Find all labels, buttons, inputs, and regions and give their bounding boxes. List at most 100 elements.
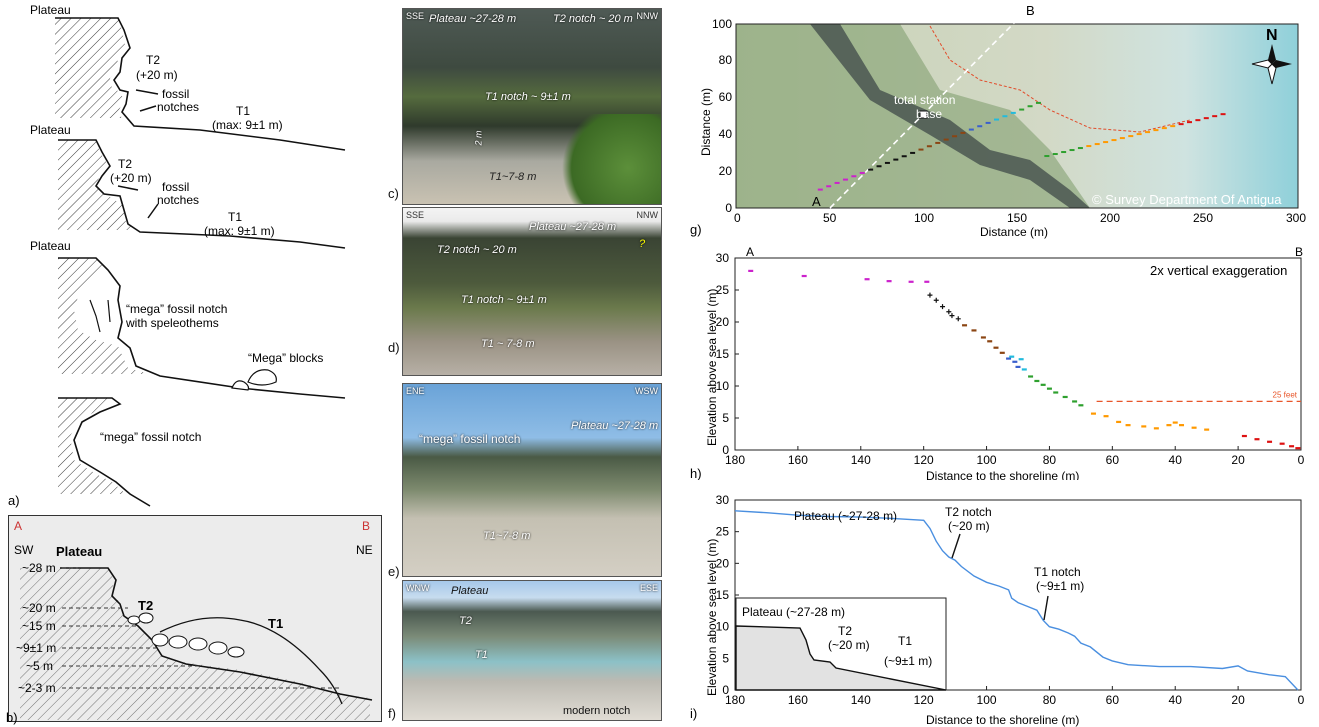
pb-lvl-4: ~5 m <box>26 659 53 673</box>
pg-station-marker <box>919 110 928 119</box>
pe-plateau: Plateau ~27-28 m <box>571 420 659 432</box>
ph-xtick-label: 120 <box>914 453 934 467</box>
pg-point <box>1069 149 1075 152</box>
ph-note: 2x vertical exaggeration <box>1150 263 1287 278</box>
ph-point <box>940 304 946 310</box>
s1-plateau: Plateau <box>30 3 71 17</box>
s3-plateau: Plateau <box>30 239 71 253</box>
ph-ytick-label: 25 <box>716 283 730 297</box>
pg-point <box>1161 127 1167 130</box>
pg-a: A <box>812 194 821 209</box>
pg-point <box>1187 121 1193 124</box>
pg-base1: total station <box>894 93 955 107</box>
pg-point <box>994 118 1000 121</box>
pg-xt-4: 200 <box>1100 211 1120 225</box>
pi-xtick-label: 160 <box>788 693 808 707</box>
ph-point <box>801 274 807 278</box>
ph-point <box>1062 395 1068 399</box>
pg-xticks: 0 50 100 150 200 250 300 <box>734 211 1306 225</box>
pd-sse: SSE <box>406 210 425 220</box>
pg-point <box>1052 153 1058 156</box>
s1-t2-h: (+20 m) <box>136 68 178 82</box>
pb-level-labels: ~28 m ~20 m ~15 m ~9±1 m ~5 m ~2-3 m <box>16 561 56 695</box>
ph-point <box>1179 424 1185 427</box>
pg-point <box>901 155 907 158</box>
ph-xtick-label: 40 <box>1169 453 1183 467</box>
pg-point <box>876 165 882 168</box>
ph-point <box>864 278 870 281</box>
pd-plateau: Plateau ~27-28 m <box>529 221 617 233</box>
ph-point <box>1090 412 1096 415</box>
pi-inset-t1b: (~9±1 m) <box>884 654 932 668</box>
ph-point <box>1166 424 1172 427</box>
pg-point <box>868 168 874 171</box>
pg-survey-points <box>817 101 1226 191</box>
pi-inset: Plateau (~27-28 m) T2 (~20 m) T1 (~9±1 m… <box>735 597 947 691</box>
ph-point <box>1012 360 1018 363</box>
pg-point <box>859 171 865 174</box>
ph-point <box>1009 355 1015 358</box>
pc-shrub <box>551 114 661 204</box>
ph-point <box>1078 404 1084 407</box>
pi-inset-profile <box>735 625 947 691</box>
s1-t2: T2 <box>146 53 160 67</box>
panel-e-letter: e) <box>388 564 400 579</box>
ph-point <box>946 309 952 315</box>
s4-mega: “mega” fossil notch <box>100 430 201 444</box>
pg-point <box>1019 108 1025 111</box>
pi-ytick-label: 5 <box>722 651 729 665</box>
pe-mega: “mega” fossil notch <box>419 432 521 446</box>
ph-point <box>1141 425 1147 428</box>
pg-b: B <box>1026 3 1035 18</box>
sketch4-hatch <box>58 398 126 494</box>
pi-t1-arrow <box>1043 595 1049 621</box>
pg-point <box>918 148 924 151</box>
pi-ytick-label: 15 <box>716 588 730 602</box>
pg-point <box>1220 113 1226 116</box>
ph-point <box>1172 421 1178 424</box>
pg-point <box>943 138 949 141</box>
pf-ese: ESE <box>639 583 658 593</box>
photo-f: WNW ESE Plateau T2 T1 modern notch <box>402 580 662 721</box>
pg-point <box>1002 115 1008 118</box>
pb-blocks <box>127 612 245 658</box>
sketch3-hatch <box>58 258 150 374</box>
ph-point <box>1040 383 1046 386</box>
ph-point <box>999 351 1005 354</box>
pe-ene: ENE <box>406 386 425 396</box>
s3-mega1: “mega” fossil notch <box>126 302 227 316</box>
pg-point <box>1128 135 1134 138</box>
pi-xtick-label: 120 <box>914 693 934 707</box>
pi-t1b: (~9±1 m) <box>1036 579 1084 593</box>
s2-arrow2 <box>147 203 159 219</box>
pg-channel <box>810 24 1090 208</box>
pg-point <box>1145 131 1151 134</box>
pi-t2-arrow <box>951 533 961 559</box>
s2-t2: T2 <box>118 157 132 171</box>
pi-xtick-label: 140 <box>851 693 871 707</box>
pi-inset-t1a: T1 <box>898 634 912 648</box>
pi-profile-line <box>734 510 1299 691</box>
sketch1-profile <box>55 17 346 151</box>
pi-ytick-label: 10 <box>716 620 730 634</box>
s3-mega2: with speleothems <box>125 316 219 330</box>
pi-xtick-label: 180 <box>725 693 745 707</box>
pg-point <box>968 128 974 131</box>
pg-base2: base <box>916 107 942 121</box>
pg-point <box>935 141 941 144</box>
pi-plateau: Plateau (~27-28 m) <box>794 509 897 523</box>
sketch4-profile <box>58 397 151 507</box>
pg-yticks: 0 20 40 60 80 100 <box>712 17 732 215</box>
ph-point <box>955 316 961 322</box>
pd-q: ? <box>639 238 646 250</box>
pg-point <box>1094 143 1100 146</box>
s2-t1: T1 <box>228 210 242 224</box>
ph-point <box>1046 387 1052 390</box>
ph-xtick-label: 100 <box>977 453 997 467</box>
pi-xtick-label: 20 <box>1231 693 1245 707</box>
ph-point <box>1006 357 1012 360</box>
pc-sse: SSE <box>406 11 425 21</box>
photo-e: ENE WSW Plateau ~27-28 m “mega” fossil n… <box>402 383 662 577</box>
